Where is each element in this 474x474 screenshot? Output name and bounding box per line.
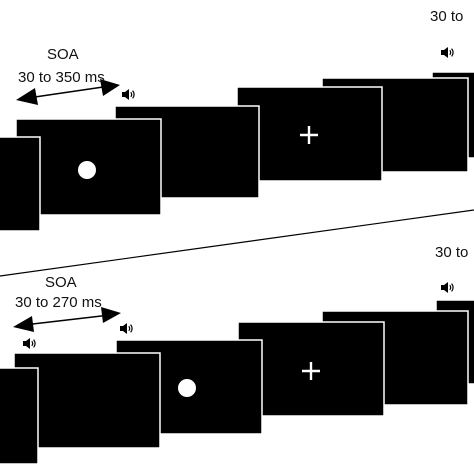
- top-soa-label: SOA: [47, 46, 79, 63]
- bottom-screen-1: [0, 367, 39, 465]
- bottom-panel: SOA 30 to 270 ms 30 to: [0, 244, 474, 465]
- bottom-corner-range: 30 to: [435, 244, 468, 261]
- bottom-speaker-icon-2: [119, 322, 133, 335]
- bottom-speaker-icon-3: [440, 281, 454, 294]
- top-white-disc-icon: [78, 161, 96, 179]
- bottom-soa-label: SOA: [45, 274, 77, 291]
- top-corner-range: 30 to: [430, 8, 463, 25]
- bottom-speaker-icon-1: [22, 337, 36, 350]
- panel-divider: [0, 209, 474, 277]
- top-soa-range: 30 to 350 ms: [18, 69, 105, 86]
- top-soa-arrow: [16, 79, 120, 105]
- top-speaker-icon-1: [121, 88, 135, 101]
- top-fixation-cross-icon: [300, 126, 318, 144]
- bottom-white-disc-icon: [178, 379, 196, 397]
- bottom-soa-arrow: [13, 307, 121, 332]
- bottom-fixation-cross-icon: [302, 362, 320, 380]
- bottom-soa-range: 30 to 270 ms: [15, 294, 102, 311]
- top-speaker-icon-2: [440, 46, 454, 59]
- top-screen-1: [0, 136, 41, 232]
- top-panel: SOA 30 to 350 ms 30 to: [0, 8, 474, 232]
